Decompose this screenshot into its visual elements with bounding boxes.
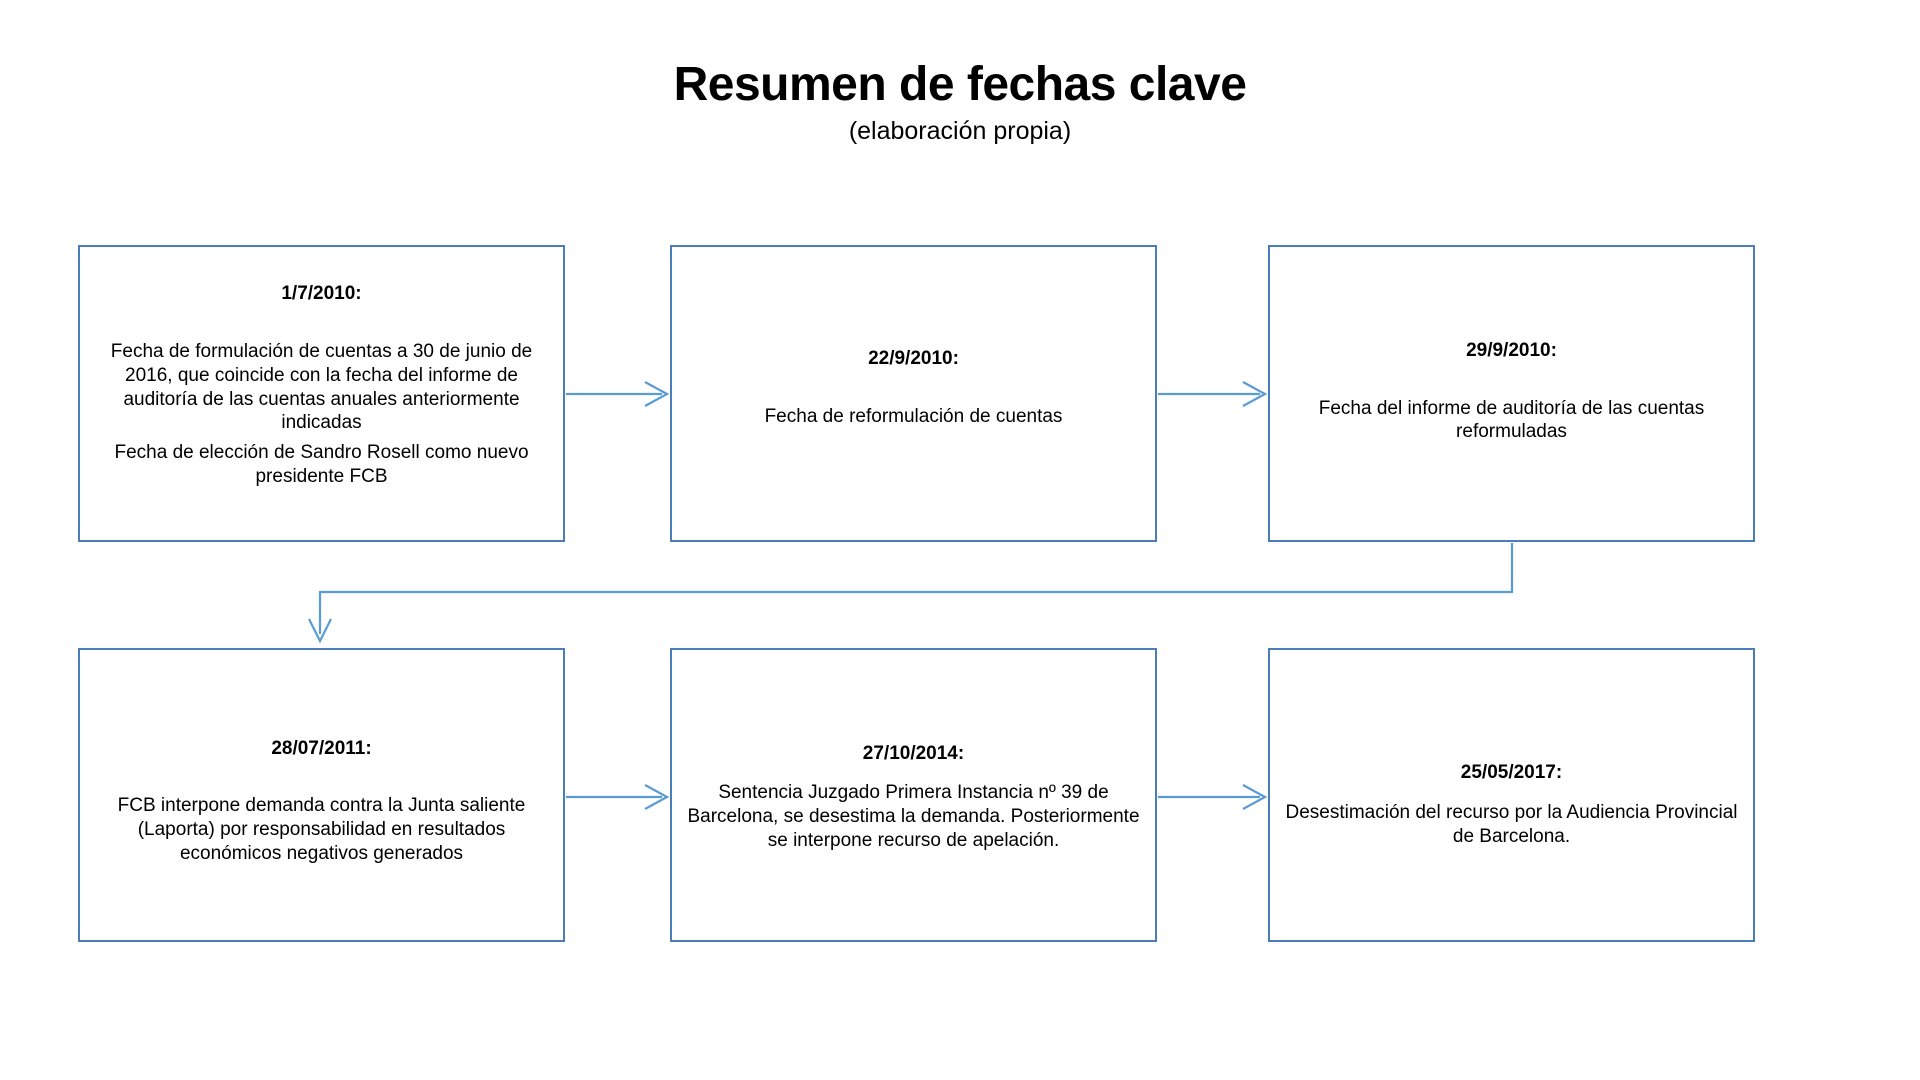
- flow-node-1[interactable]: 1/7/2010: Fecha de formulación de cuenta…: [78, 245, 565, 542]
- arrow-node3-to-node4: [308, 543, 1514, 644]
- node-4-body-primary: FCB interpone demanda contra la Junta sa…: [117, 795, 526, 864]
- node-2-date: 22/9/2010:: [868, 347, 959, 369]
- node-2-body-primary: Fecha de reformulación de cuentas: [764, 405, 1063, 427]
- flow-node-5[interactable]: 27/10/2014: Sentencia Juzgado Primera In…: [670, 648, 1157, 942]
- node-1-body-secondary: Fecha de elección de Sandro Rosell como …: [114, 442, 529, 487]
- arrow-node2-to-node3: [1158, 381, 1268, 407]
- node-3-date: 29/9/2010:: [1466, 339, 1557, 361]
- arrow-node1-to-node2: [566, 381, 670, 407]
- flow-node-3[interactable]: 29/9/2010: Fecha del informe de auditorí…: [1268, 245, 1755, 542]
- page-subtitle: (elaboración propia): [848, 117, 1072, 146]
- node-5-date: 27/10/2014:: [862, 742, 965, 764]
- node-3-body-primary: Fecha del informe de auditoría de las cu…: [1318, 397, 1705, 443]
- arrow-node5-to-node6: [1158, 784, 1268, 810]
- node-1-date: 1/7/2010:: [281, 283, 362, 305]
- flow-node-2[interactable]: 22/9/2010: Fecha de reformulación de cue…: [670, 245, 1157, 542]
- node-6-date: 25/05/2017:: [1460, 762, 1563, 784]
- arrow-node4-to-node5: [566, 784, 670, 810]
- flow-node-6[interactable]: 25/05/2017: Desestimación del recurso po…: [1268, 648, 1755, 942]
- node-1-body-primary: Fecha de formulación de cuentas a 30 de …: [110, 341, 533, 434]
- flow-node-4[interactable]: 28/07/2011: FCB interpone demanda contra…: [78, 648, 565, 942]
- node-6-body-primary: Desestimación del recurso por la Audienc…: [1285, 802, 1738, 847]
- node-5-body-primary: Sentencia Juzgado Primera Instancia nº 3…: [687, 782, 1140, 851]
- page-title: Resumen de fechas clave: [673, 58, 1247, 111]
- title-block: Resumen de fechas clave (elaboración pro…: [0, 58, 1920, 146]
- node-4-date: 28/07/2011:: [271, 737, 372, 759]
